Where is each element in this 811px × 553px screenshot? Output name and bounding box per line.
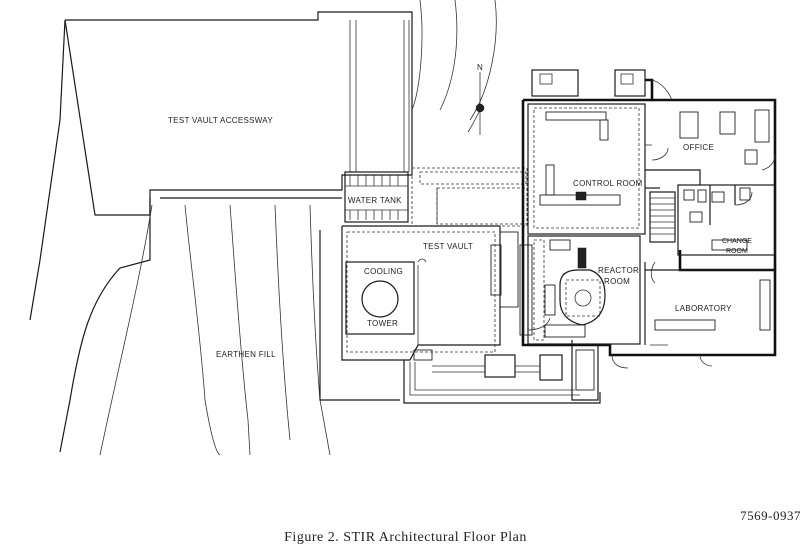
earthen-fill — [59, 197, 400, 456]
test-vault-accessway — [29, 0, 497, 321]
figure-code: 7569-0937 — [740, 508, 801, 523]
cooling-tower-fan-icon — [361, 280, 399, 318]
reactor-room — [499, 231, 641, 345]
label-laboratory: LABORATORY — [675, 304, 732, 313]
label-change-room-line2: ROOM — [726, 248, 748, 255]
test-vault-room — [341, 225, 502, 361]
piping-run — [403, 340, 601, 404]
figure-caption: Figure 2. STIR Architectural Floor Plan — [284, 530, 527, 545]
reactor-pool — [559, 269, 606, 326]
label-reactor-room-line2: ROOM — [604, 277, 630, 286]
change-room — [650, 184, 776, 284]
dashed-corridor — [411, 167, 528, 227]
label-control-room: CONTROL ROOM — [573, 179, 643, 188]
label-water-tank: WATER TANK — [348, 196, 402, 205]
label-cooling-tower-line2: TOWER — [367, 319, 398, 328]
label-earthen-fill: EARTHEN FILL — [216, 350, 276, 359]
label-reactor-room-line1: REACTOR — [598, 266, 639, 275]
north-arrow-icon: N — [467, 63, 485, 135]
north-label: N — [477, 63, 483, 72]
label-office: OFFICE — [683, 143, 714, 152]
stairwell — [649, 191, 676, 243]
control-room — [527, 103, 701, 235]
label-test-vault: TEST VAULT — [423, 242, 473, 251]
laboratory — [611, 262, 775, 369]
reactor-core-icon — [574, 289, 592, 307]
main-building — [521, 69, 777, 357]
water-tank — [344, 171, 409, 223]
label-change-room-line1: CHANGE — [722, 238, 752, 245]
cooling-tower — [345, 261, 415, 335]
label-cooling-tower-line1: COOLING — [364, 267, 403, 276]
label-test-vault-accessway: TEST VAULT ACCESSWAY — [168, 116, 273, 125]
office — [651, 109, 776, 171]
